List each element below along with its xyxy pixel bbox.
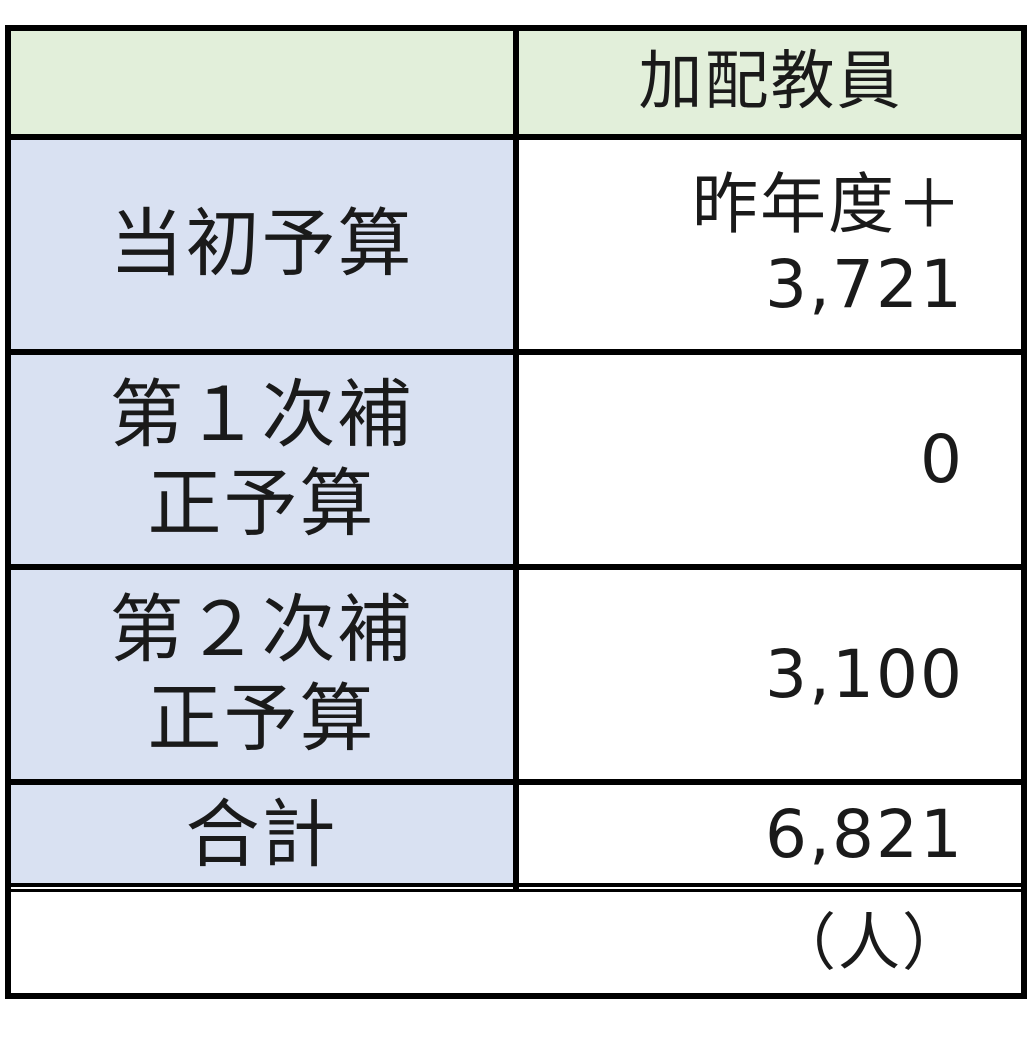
row-value-second-supplementary[interactable]: 3,100 [519,570,1022,779]
row-value-total[interactable]: 6,821 [519,785,1022,885]
row-label-line: 正予算 [147,460,376,547]
row-label-second-supplementary[interactable]: 第２次補 正予算 [10,570,513,779]
column-header-label: 加配教員 [638,44,903,119]
row-label-text: 当初予算 [109,201,414,288]
grid-line-left [5,25,11,999]
row-label-line: 第１次補 [109,371,414,458]
row-value-line: 3,100 [765,635,964,713]
grid-line-right [1021,25,1027,999]
row-label-initial-budget[interactable]: 当初予算 [10,140,513,349]
grid-line-total-double [5,889,1027,892]
unit-label: （人） [773,905,966,979]
row-value-first-supplementary[interactable]: 0 [519,355,1022,564]
header-corner-cell[interactable] [10,30,513,134]
row-value-line: 0 [920,420,964,498]
row-value-initial-budget[interactable]: 昨年度＋ 3,721 [519,140,1022,349]
row-label-line: 第２次補 [109,586,414,673]
header-column-teachers[interactable]: 加配教員 [519,30,1022,134]
row-label-text: 合計 [185,791,338,878]
row-label-total[interactable]: 合計 [10,785,513,885]
row-value-line: 3,721 [765,245,964,323]
grid-line-bottom [5,993,1027,999]
row-value-line: 昨年度＋ [692,166,964,244]
row-value-line: 6,821 [765,796,964,874]
unit-cell[interactable]: （人） [10,893,1022,993]
row-label-first-supplementary[interactable]: 第１次補 正予算 [10,355,513,564]
row-label-line: 正予算 [147,675,376,762]
grid-line-middle [513,25,519,889]
